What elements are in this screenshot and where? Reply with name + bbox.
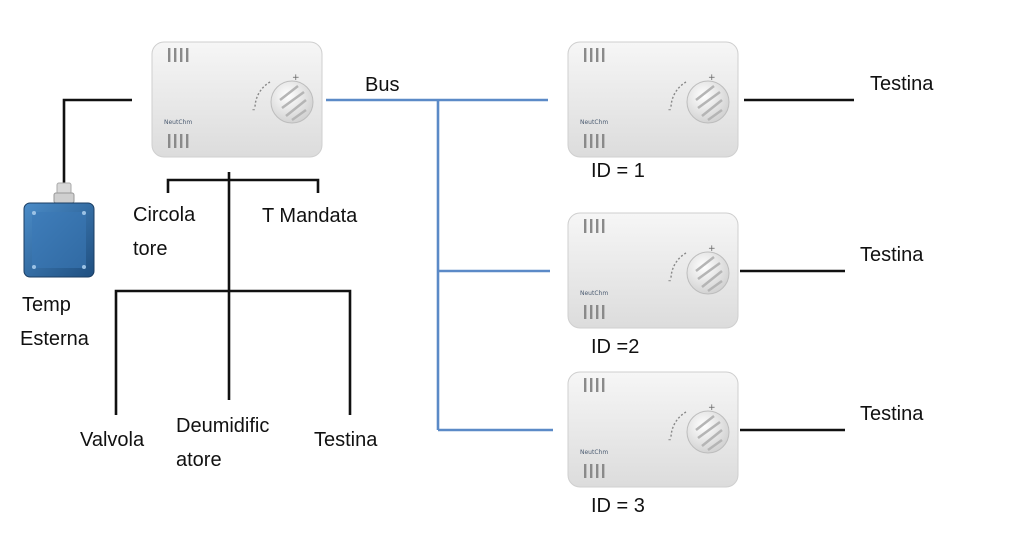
wire-lower-bracket [114, 289, 352, 415]
brand-label: NeutChm [580, 290, 608, 297]
wire-circolatore-tmandata [166, 178, 320, 193]
circolatore-label-line2: tore [133, 238, 167, 260]
id3-label: ID = 3 [591, 495, 645, 517]
id1-label: ID = 1 [591, 160, 645, 182]
wire-temp-esterna [62, 98, 132, 191]
brand-label: NeutChm [580, 449, 608, 456]
bus-label: Bus [365, 74, 399, 96]
thermostat-id1: NeutChm [566, 40, 740, 159]
brand-label: NeutChm [164, 119, 192, 126]
testina-3-label: Testina [860, 403, 924, 425]
testina-1-label: Testina [870, 73, 934, 95]
brand-label: NeutChm [580, 119, 608, 126]
valvola-label: Valvola [80, 429, 145, 451]
deumidificatore-label-line2: atore [176, 449, 222, 471]
thermostat-main: NeutChm [150, 40, 324, 159]
external-temp-sensor [23, 182, 95, 278]
circolatore-label-line1: Circola [133, 204, 196, 226]
black-wires [62, 98, 854, 432]
bus-wires [326, 98, 553, 432]
testina-2-label: Testina [860, 244, 924, 266]
thermostat-id2: NeutChm [566, 211, 740, 330]
temp-esterna-label-line1: Temp [22, 294, 71, 316]
t-mandata-label: T Mandata [262, 205, 358, 227]
thermostat-id3: NeutChm [566, 370, 740, 489]
temp-esterna-label-line2: Esterna [20, 328, 90, 350]
id2-label: ID =2 [591, 336, 639, 358]
testina-main-label: Testina [314, 429, 378, 451]
deumidificatore-label-line1: Deumidific [176, 415, 269, 437]
